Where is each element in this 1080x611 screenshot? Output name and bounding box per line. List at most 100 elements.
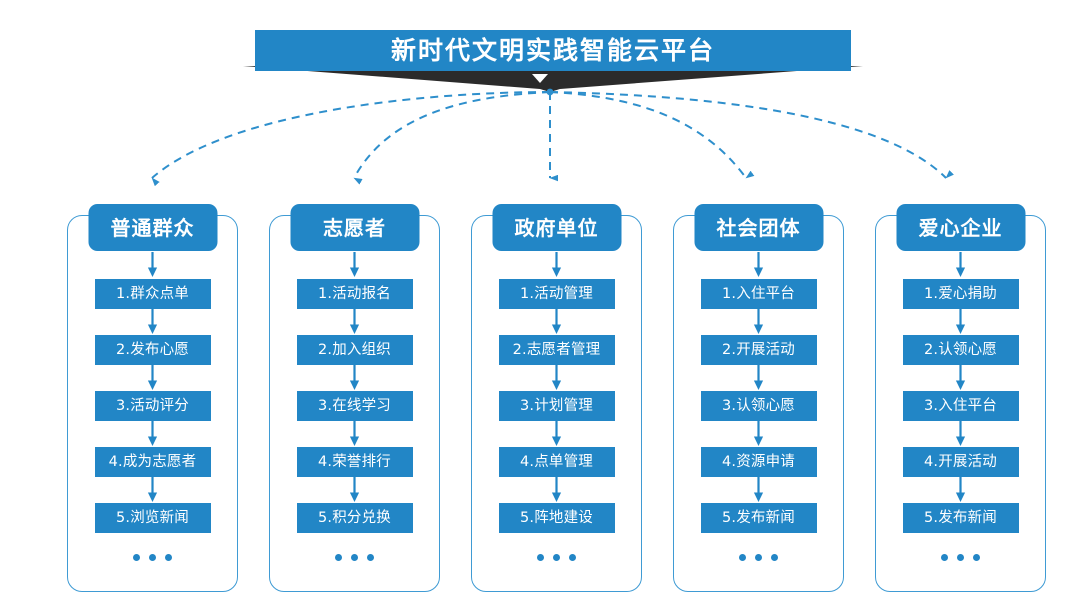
- dot-icon: [973, 554, 980, 561]
- role-step-list: 1.活动管理 2.志愿者管理 3.计划管理 4.点单管理 5.阵地建设: [471, 251, 642, 561]
- dot-icon: [739, 554, 746, 561]
- more-items-indicator: [133, 554, 172, 561]
- role-step-label: 5.发布新闻: [923, 509, 998, 526]
- more-items-indicator: [739, 554, 778, 561]
- role-step-item[interactable]: 5.发布新闻: [902, 503, 1019, 533]
- role-step-item[interactable]: 2.发布心愿: [94, 335, 211, 365]
- role-header-3[interactable]: 政府单位: [492, 204, 621, 251]
- dot-icon: [149, 554, 156, 561]
- role-step-list: 1.爱心捐助 2.认领心愿 3.入住平台 4.开展活动 5.发布新闻: [875, 251, 1046, 561]
- step-arrow-icon: [147, 421, 158, 446]
- dot-icon: [957, 554, 964, 561]
- role-header-4[interactable]: 社会团体: [694, 204, 823, 251]
- dot-icon: [335, 554, 342, 561]
- step-arrow-icon: [955, 421, 966, 446]
- role-step-item[interactable]: 4.成为志愿者: [94, 447, 211, 477]
- step-arrow-icon: [349, 252, 360, 277]
- role-step-label: 2.认领心愿: [923, 341, 998, 358]
- role-step-label: 1.群众点单: [115, 285, 190, 302]
- role-header-5[interactable]: 爱心企业: [896, 204, 1025, 251]
- step-arrow-icon: [147, 309, 158, 334]
- step-arrow-icon: [753, 309, 764, 334]
- role-step-item[interactable]: 1.群众点单: [94, 279, 211, 309]
- step-arrow-icon: [147, 365, 158, 390]
- role-step-label: 1.爱心捐助: [923, 285, 998, 302]
- role-step-item[interactable]: 2.加入组织: [296, 335, 413, 365]
- role-step-label: 5.阵地建设: [519, 509, 594, 526]
- role-step-item[interactable]: 3.活动评分: [94, 391, 211, 421]
- role-step-item[interactable]: 5.浏览新闻: [94, 503, 211, 533]
- role-step-item[interactable]: 3.认领心愿: [700, 391, 817, 421]
- role-step-label: 1.活动管理: [519, 285, 594, 302]
- role-step-item[interactable]: 4.荣誉排行: [296, 447, 413, 477]
- role-step-list: 1.群众点单 2.发布心愿 3.活动评分 4.成为志愿者 5.浏览新闻: [67, 251, 238, 561]
- step-arrow-icon: [349, 421, 360, 446]
- role-step-label: 4.成为志愿者: [108, 453, 197, 470]
- step-arrow-icon: [955, 477, 966, 502]
- step-arrow-icon: [753, 252, 764, 277]
- dot-icon: [367, 554, 374, 561]
- role-step-item[interactable]: 2.认领心愿: [902, 335, 1019, 365]
- more-items-indicator: [941, 554, 980, 561]
- role-step-item[interactable]: 3.入住平台: [902, 391, 1019, 421]
- more-items-indicator: [537, 554, 576, 561]
- role-step-label: 3.活动评分: [115, 397, 190, 414]
- step-arrow-icon: [147, 477, 158, 502]
- step-arrow-icon: [955, 252, 966, 277]
- role-step-item[interactable]: 5.发布新闻: [700, 503, 817, 533]
- dot-icon: [941, 554, 948, 561]
- role-step-item[interactable]: 5.阵地建设: [498, 503, 615, 533]
- role-step-label: 2.志愿者管理: [512, 341, 601, 358]
- role-step-label: 2.发布心愿: [115, 341, 190, 358]
- role-step-item[interactable]: 1.活动管理: [498, 279, 615, 309]
- step-arrow-icon: [753, 421, 764, 446]
- role-step-item[interactable]: 4.资源申请: [700, 447, 817, 477]
- role-header-label: 普通群众: [110, 215, 195, 240]
- role-step-item[interactable]: 4.开展活动: [902, 447, 1019, 477]
- role-step-label: 1.活动报名: [317, 285, 392, 302]
- role-column: 政府单位 1.活动管理 2.志愿者管理 3.计划管理 4.点单管理 5.阵地建设: [471, 204, 642, 592]
- role-header-1[interactable]: 普通群众: [88, 204, 217, 251]
- role-column: 志愿者 1.活动报名 2.加入组织 3.在线学习 4.荣誉排行 5.积分兑换: [269, 204, 440, 592]
- role-step-label: 4.荣誉排行: [317, 453, 392, 470]
- role-step-label: 5.发布新闻: [721, 509, 796, 526]
- role-header-label: 爱心企业: [918, 215, 1003, 240]
- role-step-item[interactable]: 2.志愿者管理: [498, 335, 615, 365]
- role-step-item[interactable]: 1.活动报名: [296, 279, 413, 309]
- role-step-label: 4.资源申请: [721, 453, 796, 470]
- role-step-item[interactable]: 3.计划管理: [498, 391, 615, 421]
- step-arrow-icon: [349, 365, 360, 390]
- role-step-label: 3.认领心愿: [721, 397, 796, 414]
- step-arrow-icon: [551, 365, 562, 390]
- role-step-label: 2.开展活动: [721, 341, 796, 358]
- role-step-label: 5.积分兑换: [317, 509, 392, 526]
- role-step-item[interactable]: 5.积分兑换: [296, 503, 413, 533]
- chevron-down-icon: [532, 74, 548, 83]
- role-step-item[interactable]: 1.入住平台: [700, 279, 817, 309]
- role-step-item[interactable]: 1.爱心捐助: [902, 279, 1019, 309]
- role-header-2[interactable]: 志愿者: [290, 204, 419, 251]
- role-step-label: 5.浏览新闻: [115, 509, 190, 526]
- dot-icon: [133, 554, 140, 561]
- step-arrow-icon: [147, 252, 158, 277]
- role-step-list: 1.入住平台 2.开展活动 3.认领心愿 4.资源申请 5.发布新闻: [673, 251, 844, 561]
- platform-banner: 新时代文明实践智能云平台: [0, 0, 1080, 100]
- role-column: 爱心企业 1.爱心捐助 2.认领心愿 3.入住平台 4.开展活动 5.发布新闻: [875, 204, 1046, 592]
- more-items-indicator: [335, 554, 374, 561]
- role-step-label: 4.点单管理: [519, 453, 594, 470]
- role-step-label: 1.入住平台: [721, 285, 796, 302]
- dot-icon: [537, 554, 544, 561]
- role-header-label: 社会团体: [716, 215, 801, 240]
- role-step-label: 3.在线学习: [317, 397, 392, 414]
- role-step-label: 3.入住平台: [923, 397, 998, 414]
- dot-icon: [553, 554, 560, 561]
- dot-icon: [771, 554, 778, 561]
- role-step-item[interactable]: 3.在线学习: [296, 391, 413, 421]
- role-step-item[interactable]: 2.开展活动: [700, 335, 817, 365]
- banner-bar: 新时代文明实践智能云平台: [255, 30, 851, 71]
- role-step-item[interactable]: 4.点单管理: [498, 447, 615, 477]
- step-arrow-icon: [753, 477, 764, 502]
- step-arrow-icon: [551, 309, 562, 334]
